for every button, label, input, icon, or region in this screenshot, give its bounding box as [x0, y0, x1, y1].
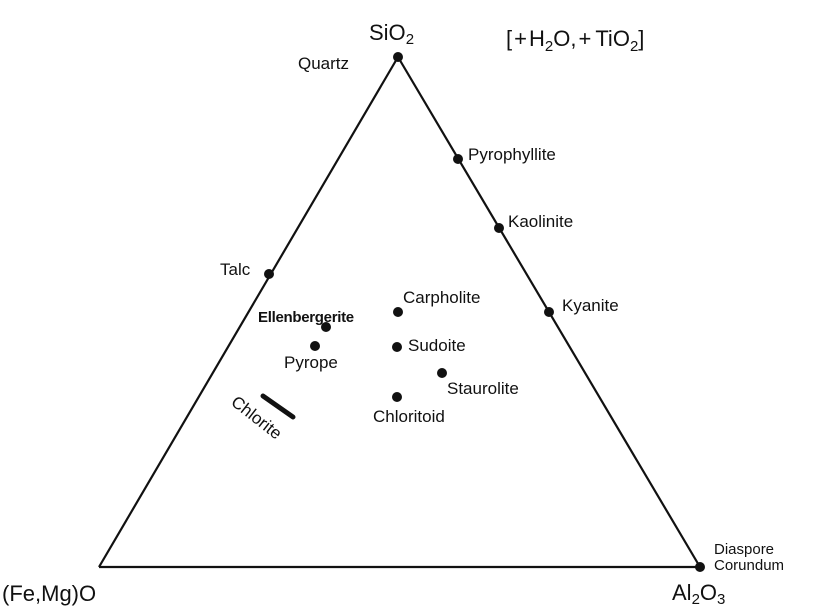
point-talc	[264, 269, 274, 279]
label-ellenbergerite: Ellenbergerite	[258, 309, 354, 326]
point-ellenbergerite	[321, 322, 331, 332]
point-kyanite	[544, 307, 554, 317]
point-sudoite	[392, 342, 402, 352]
label-sudoite: Sudoite	[408, 336, 466, 355]
label-kyanite: Kyanite	[562, 296, 619, 315]
label-corundum: Corundum	[714, 557, 784, 574]
edge-left	[98, 56, 399, 568]
point-carpholite	[393, 307, 403, 317]
point-pyrope	[310, 341, 320, 351]
point-quartz	[393, 52, 403, 62]
label-staurolite: Staurolite	[447, 379, 519, 398]
point-kaolinite	[494, 223, 504, 233]
point-staurolite	[437, 368, 447, 378]
point-chloritoid	[392, 392, 402, 402]
label-talc: Talc	[220, 260, 251, 279]
apex-al2o3: Al2O3	[672, 580, 725, 607]
apex-femgo: (Fe,Mg)O	[2, 581, 96, 606]
label-quartz: Quartz	[298, 54, 349, 73]
label-pyrope: Pyrope	[284, 353, 338, 372]
label-kaolinite: Kaolinite	[508, 212, 573, 231]
label-chloritoid: Chloritoid	[373, 407, 445, 426]
label-diaspore: Diaspore	[714, 541, 774, 558]
point-pyrophyllite	[453, 154, 463, 164]
label-pyrophyllite: Pyrophyllite	[468, 145, 556, 164]
chlorite-bar	[260, 393, 296, 420]
label-chlorite: Chlorite	[228, 392, 286, 443]
apex-sio2: SiO2	[369, 20, 414, 48]
point-corundum	[695, 562, 705, 572]
extra-components: [+H2O,+TiO2]	[506, 26, 644, 55]
label-carpholite: Carpholite	[403, 288, 481, 307]
